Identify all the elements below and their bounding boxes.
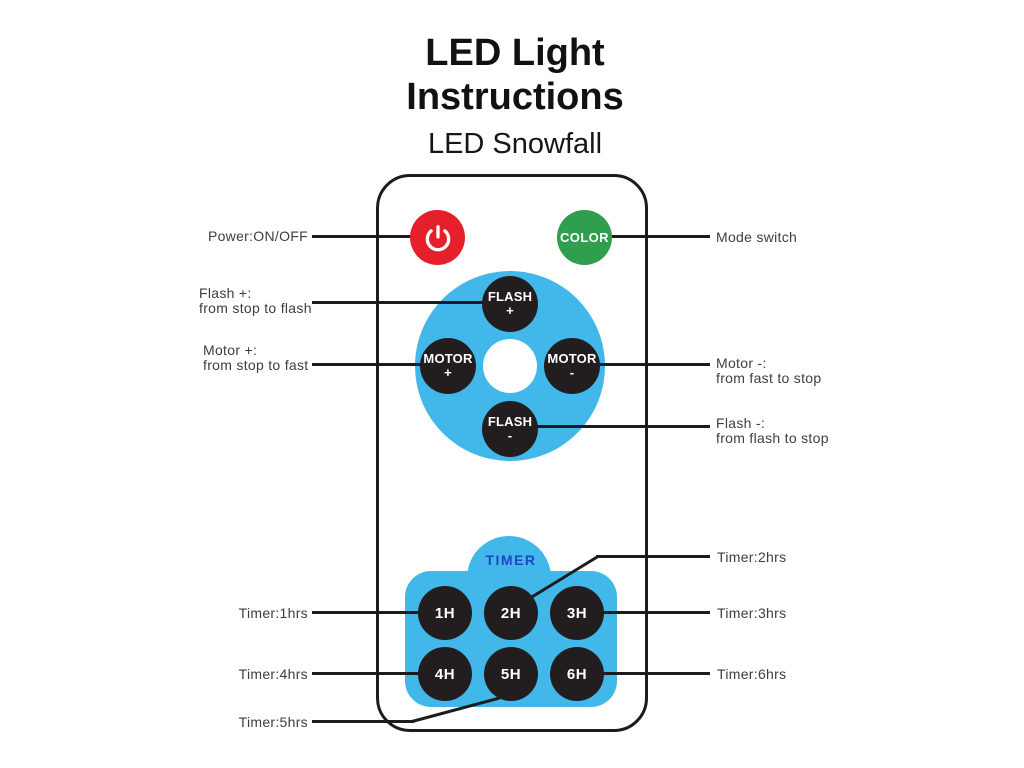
callout-line-mode — [610, 235, 710, 238]
flash-minus-label: FLASH — [487, 414, 533, 429]
flash-minus-sign: - — [507, 428, 513, 443]
flash-minus-button[interactable]: FLASH - — [482, 401, 538, 457]
motor-minus-sign: - — [569, 365, 575, 380]
timer-button-6h[interactable]: 6H — [550, 647, 604, 701]
annotation-motor-plus-line1: Motor +: — [203, 342, 258, 358]
annotation-power-line1: Power:ON/OFF — [207, 228, 308, 244]
page-title-line1: LED Light — [425, 32, 605, 74]
callout-line-timer-1h — [312, 611, 422, 614]
callout-line-timer-3h — [600, 611, 710, 614]
annotation-flash-minus: Flash -: from flash to stop — [716, 416, 829, 446]
annotation-motor-plus: Motor +: from stop to fast — [203, 343, 308, 373]
annotation-flash-minus-line1: Flash -: — [716, 415, 766, 431]
annotation-motor-minus: Motor -: from fast to stop — [716, 356, 821, 386]
callout-line-timer-2h — [596, 555, 710, 558]
flash-plus-button[interactable]: FLASH + — [482, 276, 538, 332]
timer-button-2h[interactable]: 2H — [484, 586, 538, 640]
timer-1h-label: 1H — [434, 604, 456, 622]
annotation-timer-5h-line1: Timer:5hrs — [238, 714, 308, 730]
annotation-flash-minus-line2: from flash to stop — [716, 430, 829, 446]
timer-4h-label: 4H — [434, 665, 456, 683]
color-button-label: COLOR — [560, 230, 609, 245]
motor-plus-label: MOTOR — [423, 351, 473, 366]
timer-5h-label: 5H — [500, 665, 522, 683]
annotation-flash-plus: Flash +: from stop to flash — [199, 286, 312, 316]
timer-2h-label: 2H — [500, 604, 522, 622]
annotation-power: Power:ON/OFF — [208, 229, 308, 244]
flash-plus-label: FLASH — [487, 289, 533, 304]
callout-line-motor-plus — [312, 363, 424, 366]
timer-3h-label: 3H — [566, 604, 588, 622]
nav-pad-center-hole — [483, 339, 537, 393]
annotation-timer-5h: Timer:5hrs — [239, 715, 308, 730]
callout-line-timer-4h — [312, 672, 422, 675]
timer-button-1h[interactable]: 1H — [418, 586, 472, 640]
annotation-timer-6h: Timer:6hrs — [717, 667, 786, 682]
callout-line-timer-5h — [312, 720, 414, 723]
callout-line-timer-6h — [600, 672, 710, 675]
annotation-mode: Mode switch — [716, 230, 797, 245]
page-title-line2: Instructions — [406, 76, 624, 118]
motor-minus-button[interactable]: MOTOR - — [544, 338, 600, 394]
annotation-timer-3h-line1: Timer:3hrs — [717, 605, 787, 621]
annotation-timer-4h-line1: Timer:4hrs — [238, 666, 308, 682]
timer-6h-label: 6H — [566, 665, 588, 683]
callout-line-flash-plus — [312, 301, 486, 304]
callout-line-flash-minus — [534, 425, 710, 428]
annotation-timer-3h: Timer:3hrs — [717, 606, 786, 621]
power-button[interactable] — [410, 210, 465, 265]
annotation-motor-minus-line1: Motor -: — [716, 355, 767, 371]
annotation-timer-6h-line1: Timer:6hrs — [717, 666, 787, 682]
timer-button-3h[interactable]: 3H — [550, 586, 604, 640]
page-subtitle: LED Snowfall — [427, 128, 603, 160]
annotation-timer-1h: Timer:1hrs — [239, 606, 308, 621]
motor-plus-button[interactable]: MOTOR + — [420, 338, 476, 394]
annotation-timer-2h-line1: Timer:2hrs — [717, 549, 787, 565]
motor-minus-label: MOTOR — [547, 351, 597, 366]
timer-button-5h[interactable]: 5H — [484, 647, 538, 701]
annotation-timer-4h: Timer:4hrs — [239, 667, 308, 682]
timer-button-4h[interactable]: 4H — [418, 647, 472, 701]
flash-plus-sign: + — [506, 303, 514, 318]
power-icon — [425, 224, 450, 251]
annotation-timer-2h: Timer:2hrs — [717, 550, 786, 565]
timer-section-label: TIMER — [485, 552, 537, 568]
color-mode-button[interactable]: COLOR — [557, 210, 612, 265]
annotation-mode-line1: Mode switch — [716, 229, 798, 245]
annotation-motor-plus-line2: from stop to fast — [203, 357, 309, 373]
annotation-flash-plus-line1: Flash +: — [199, 285, 252, 301]
annotation-motor-minus-line2: from fast to stop — [716, 370, 822, 386]
annotation-flash-plus-line2: from stop to flash — [199, 300, 312, 316]
callout-line-power — [312, 235, 412, 238]
motor-plus-sign: + — [444, 365, 452, 380]
callout-line-motor-minus — [596, 363, 710, 366]
annotation-timer-1h-line1: Timer:1hrs — [238, 605, 308, 621]
